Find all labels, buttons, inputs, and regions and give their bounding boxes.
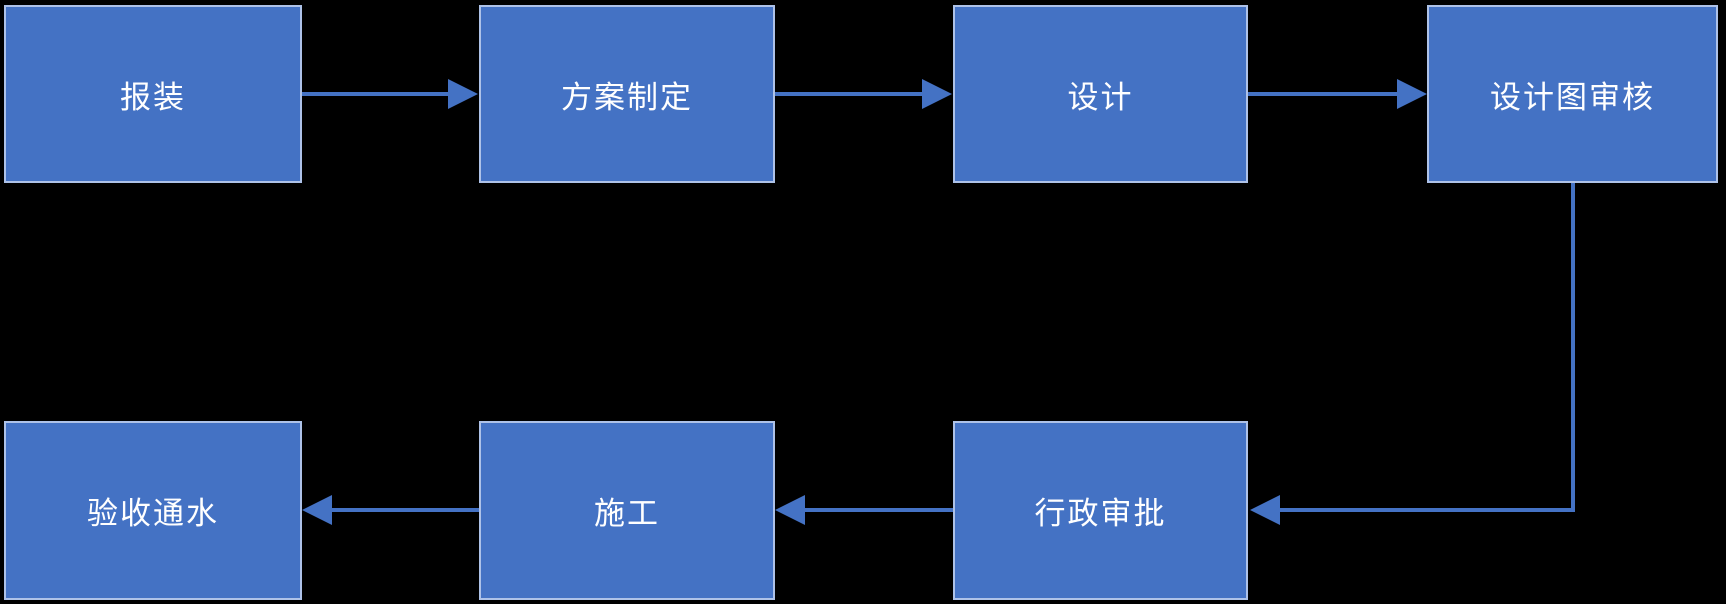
flow-node-label: 施工	[594, 496, 660, 531]
flow-node-label: 验收通水	[87, 496, 219, 531]
flow-node-label: 方案制定	[561, 79, 693, 115]
arrowhead-right-icon	[1397, 79, 1427, 109]
flow-node-shigong: 施工	[479, 421, 775, 600]
arrowhead-left-icon	[775, 495, 805, 525]
connector-line-shigong-to-yanshoutongshui	[332, 508, 479, 512]
flow-node-label: 行政审批	[1034, 496, 1167, 531]
connector-elbow-horizontal-to-xingzhengshenpi	[1280, 508, 1575, 512]
connector-line-fanganzhiding-to-sheji	[775, 92, 922, 96]
flow-node-sheji: 设计	[953, 5, 1248, 183]
connector-elbow-vertical-shejitushenhe-down	[1571, 183, 1575, 512]
flow-node-xingzhengshenpi: 行政审批	[953, 421, 1248, 600]
arrowhead-left-icon	[1250, 495, 1280, 525]
flow-node-shejitushenhe: 设计图审核	[1427, 5, 1718, 183]
flow-node-label: 设计图审核	[1490, 79, 1655, 115]
flow-node-baozhuang: 报装	[4, 5, 302, 183]
connector-line-xingzhengshenpi-to-shigong	[805, 508, 953, 512]
arrowhead-right-icon	[448, 79, 478, 109]
flow-node-yanshoutongshui: 验收通水	[4, 421, 302, 600]
flow-node-label: 设计	[1067, 79, 1134, 115]
connector-line-sheji-to-shejitushenhe	[1248, 92, 1397, 96]
connector-line-baozhuang-to-fanganzhiding	[302, 92, 448, 96]
arrowhead-left-icon	[302, 495, 332, 525]
flow-node-label: 报装	[120, 79, 186, 115]
arrowhead-right-icon	[922, 79, 952, 109]
flow-node-fanganzhiding: 方案制定	[479, 5, 775, 183]
